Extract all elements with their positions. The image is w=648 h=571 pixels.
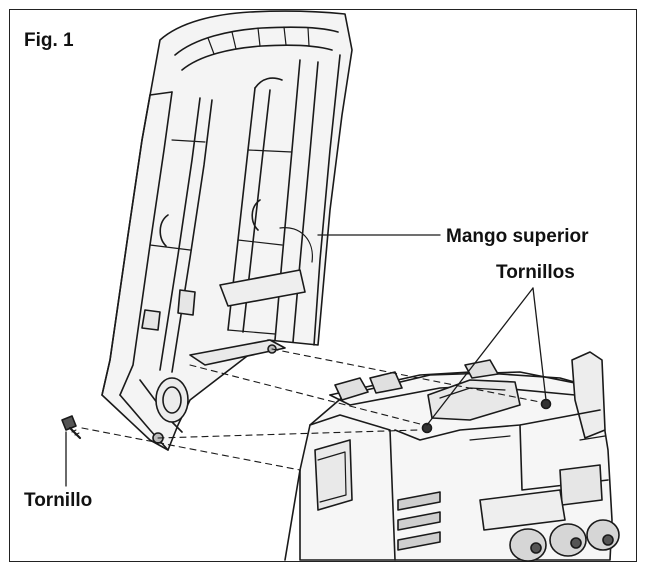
engine-body-part: [284, 351, 620, 562]
screws-label: Tornillos: [496, 262, 575, 283]
leader-lines: [65, 234, 547, 487]
upper-handle-part: [101, 10, 353, 451]
alignment-lines: [81, 348, 541, 471]
upper-handle-label: Mango superior: [446, 226, 589, 247]
screw-hole-left: [421, 422, 433, 434]
leader-screw-right: [532, 287, 547, 401]
figure-title: Fig. 1: [24, 30, 74, 51]
loose-screw: [61, 415, 82, 440]
screw-label: Tornillo: [24, 490, 93, 511]
screw-hole-right: [540, 398, 552, 410]
leader-screw-left: [426, 287, 534, 426]
